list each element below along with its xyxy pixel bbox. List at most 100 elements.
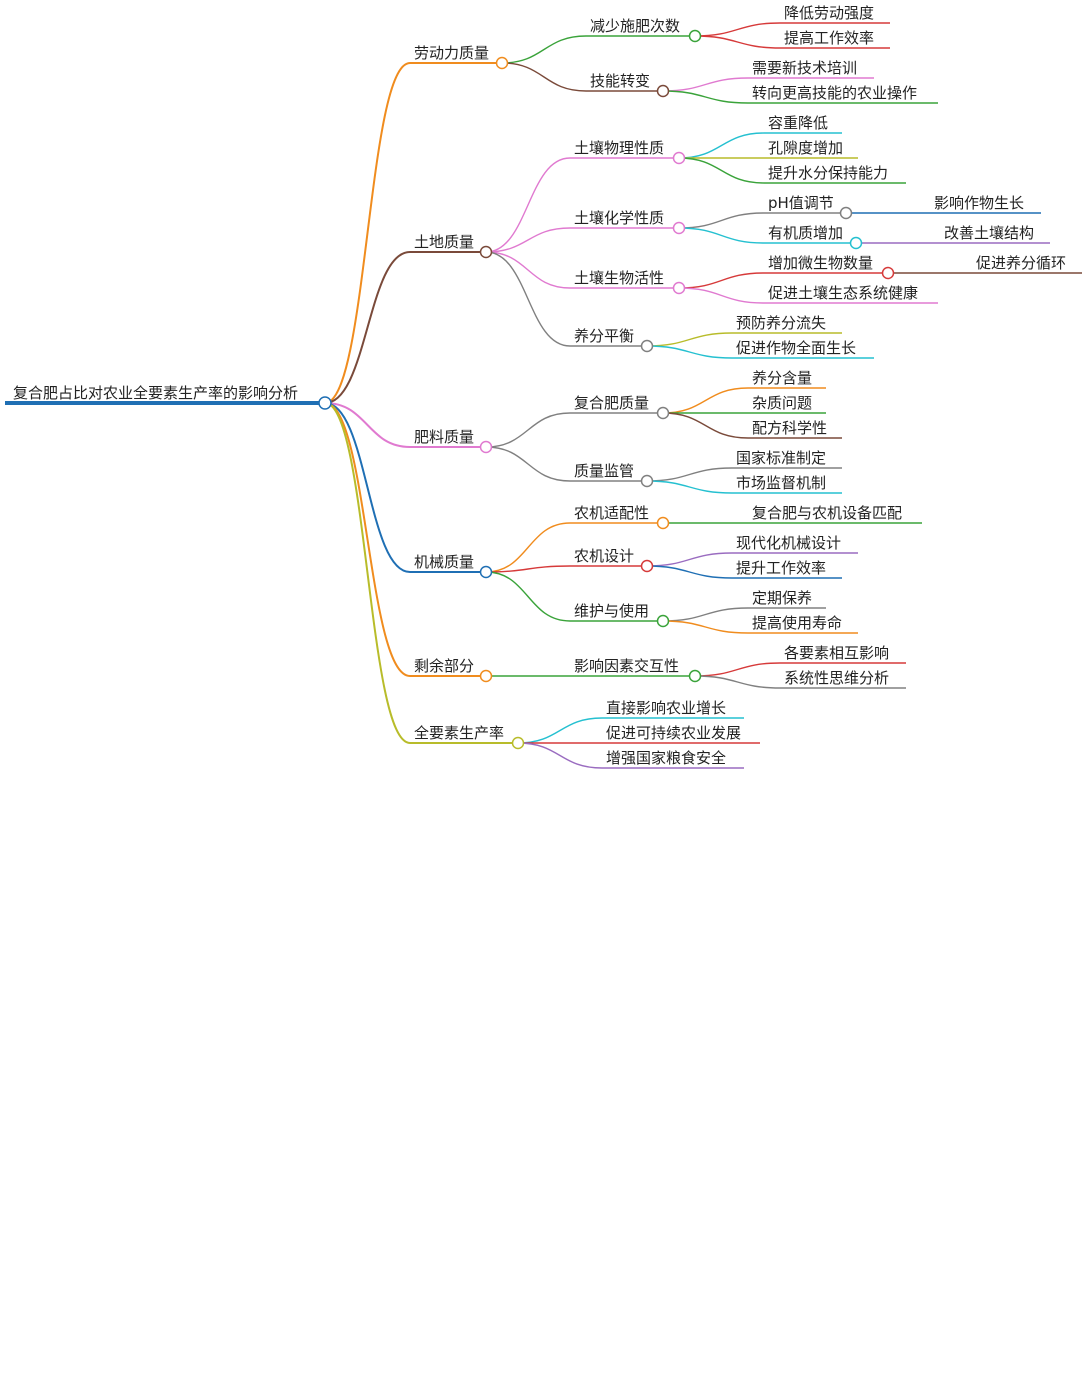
- topic-node-5-1[interactable]: 促进可持续农业发展: [602, 724, 760, 744]
- topic-node-0-0-1[interactable]: 提高工作效率: [780, 29, 890, 49]
- node-label: 复合肥与农机设备匹配: [752, 504, 902, 522]
- topic-node-2-0-1[interactable]: 杂质问题: [748, 394, 826, 414]
- topic-node-2-1[interactable]: 质量监管: [570, 462, 654, 488]
- node-label: 提高使用寿命: [752, 614, 842, 632]
- collapse-toggle-icon[interactable]: [318, 396, 332, 410]
- topic-node-0-1-1[interactable]: 转向更高技能的农业操作: [748, 84, 938, 104]
- topic-node-3-1-0[interactable]: 现代化机械设计: [732, 534, 858, 554]
- topic-node-5-2[interactable]: 增强国家粮食安全: [602, 749, 744, 769]
- topic-node-1-3-0[interactable]: 预防养分流失: [732, 314, 842, 334]
- connector-0-1: [501, 62, 587, 92]
- topic-node-3[interactable]: 机械质量: [410, 553, 493, 579]
- topic-node-1-2-0-0[interactable]: 促进养分循环: [972, 254, 1082, 274]
- collapse-toggle-icon[interactable]: [656, 84, 670, 98]
- topic-node-2-1-0[interactable]: 国家标准制定: [732, 449, 842, 469]
- topic-node-3-0-0[interactable]: 复合肥与农机设备匹配: [748, 504, 922, 524]
- topic-node-1-2[interactable]: 土壤生物活性: [570, 269, 686, 295]
- connector-2-0-0: [662, 387, 749, 414]
- topic-node-2-0[interactable]: 复合肥质量: [570, 394, 670, 420]
- topic-node-1-1-0-0[interactable]: 影响作物生长: [930, 194, 1041, 214]
- topic-node-3-2-1[interactable]: 提高使用寿命: [748, 614, 858, 634]
- topic-node-2-0-2[interactable]: 配方科学性: [748, 419, 842, 439]
- collapse-toggle-icon[interactable]: [688, 669, 702, 683]
- topic-node-1-0-2[interactable]: 提升水分保持能力: [764, 164, 906, 184]
- node-label: 提升水分保持能力: [768, 164, 888, 182]
- topic-node-3-1-1[interactable]: 提升工作效率: [732, 559, 842, 579]
- topic-node-1-2-1[interactable]: 促进土壤生态系统健康: [764, 284, 938, 304]
- connector-3-2: [485, 571, 571, 622]
- topic-node-2-1-1[interactable]: 市场监督机制: [732, 474, 842, 494]
- topic-node-5[interactable]: 全要素生产率: [410, 724, 525, 750]
- collapse-toggle-icon[interactable]: [688, 29, 702, 43]
- topic-node-2-0-0[interactable]: 养分含量: [748, 369, 826, 389]
- connector-1-0-0: [678, 132, 765, 159]
- node-label: 质量监管: [574, 462, 634, 480]
- collapse-toggle-icon[interactable]: [672, 221, 686, 235]
- collapse-toggle-icon[interactable]: [656, 614, 670, 628]
- node-label: 各要素相互影响: [784, 644, 889, 662]
- node-label: 降低劳动强度: [784, 4, 874, 22]
- connector-1-0-2: [678, 157, 765, 184]
- connector-1-0: [485, 157, 571, 253]
- connector-1-3-1: [646, 345, 733, 359]
- topic-node-3-0[interactable]: 农机适配性: [570, 504, 670, 530]
- topic-node-1-0-1[interactable]: 孔隙度增加: [764, 139, 858, 159]
- node-label: 农机设计: [574, 547, 634, 565]
- connector-3-1-0: [646, 552, 733, 567]
- topic-node-0[interactable]: 劳动力质量: [410, 44, 509, 70]
- connector-0-0: [501, 35, 587, 64]
- collapse-toggle-icon[interactable]: [479, 565, 493, 579]
- collapse-toggle-icon[interactable]: [479, 245, 493, 259]
- topic-node-1-1-1[interactable]: 有机质增加: [764, 224, 863, 250]
- topic-node-1-1-1-0[interactable]: 改善土壤结构: [940, 224, 1050, 244]
- collapse-toggle-icon[interactable]: [640, 559, 654, 573]
- connector-5-0: [517, 717, 603, 744]
- connector-1-2-0: [678, 272, 765, 289]
- collapse-toggle-icon[interactable]: [672, 281, 686, 295]
- connector-2-0: [485, 412, 571, 448]
- topic-node-1-0-0[interactable]: 容重降低: [764, 114, 842, 134]
- connector-3-2-1: [662, 620, 749, 634]
- topic-node-0-0-0[interactable]: 降低劳动强度: [780, 4, 890, 24]
- topic-node-4-0[interactable]: 影响因素交互性: [570, 657, 702, 683]
- collapse-toggle-icon[interactable]: [640, 339, 654, 353]
- topic-node-5-0[interactable]: 直接影响农业增长: [602, 699, 744, 719]
- collapse-toggle-icon[interactable]: [839, 206, 853, 220]
- collapse-toggle-icon[interactable]: [479, 669, 493, 683]
- collapse-toggle-icon[interactable]: [672, 151, 686, 165]
- collapse-toggle-icon[interactable]: [479, 440, 493, 454]
- collapse-toggle-icon[interactable]: [656, 406, 670, 420]
- topic-node-4-0-1[interactable]: 系统性思维分析: [780, 669, 906, 689]
- collapse-toggle-icon[interactable]: [656, 516, 670, 530]
- collapse-toggle-icon[interactable]: [849, 236, 863, 250]
- topic-node-2[interactable]: 肥料质量: [410, 428, 493, 454]
- topic-node-3-2-0[interactable]: 定期保养: [748, 589, 826, 609]
- topic-node-0-0[interactable]: 减少施肥次数: [586, 17, 702, 43]
- topic-node-3-2[interactable]: 维护与使用: [570, 602, 670, 628]
- node-label: 需要新技术培训: [752, 59, 857, 77]
- node-label: 促进可持续农业发展: [606, 724, 741, 742]
- connector-0-0-1: [694, 35, 781, 49]
- topic-node-0-1-0[interactable]: 需要新技术培训: [748, 59, 874, 79]
- connector-4-0-0: [694, 662, 781, 677]
- topic-node-1-1[interactable]: 土壤化学性质: [570, 209, 686, 235]
- collapse-toggle-icon[interactable]: [640, 474, 654, 488]
- topic-node-1-3-1[interactable]: 促进作物全面生长: [732, 339, 874, 359]
- topic-node-1-3[interactable]: 养分平衡: [570, 327, 654, 353]
- collapse-toggle-icon[interactable]: [511, 736, 525, 750]
- topic-node-4[interactable]: 剩余部分: [410, 657, 493, 683]
- topic-node-1-2-0[interactable]: 增加微生物数量: [764, 254, 895, 280]
- topic-node-1[interactable]: 土地质量: [410, 233, 493, 259]
- collapse-toggle-icon[interactable]: [495, 56, 509, 70]
- topic-node-3-1[interactable]: 农机设计: [570, 547, 654, 573]
- topic-node-1-1-0[interactable]: pH值调节: [764, 194, 853, 220]
- node-label: 机械质量: [414, 553, 474, 571]
- topic-node-4-0-0[interactable]: 各要素相互影响: [780, 644, 906, 664]
- topic-node-1-0[interactable]: 土壤物理性质: [570, 139, 686, 165]
- topic-node-0-1[interactable]: 技能转变: [586, 72, 670, 98]
- root-topic[interactable]: 复合肥占比对农业全要素生产率的影响分析: [5, 384, 332, 410]
- collapse-toggle-icon[interactable]: [881, 266, 895, 280]
- connector-1: [324, 251, 411, 404]
- connector-1-3: [485, 251, 571, 347]
